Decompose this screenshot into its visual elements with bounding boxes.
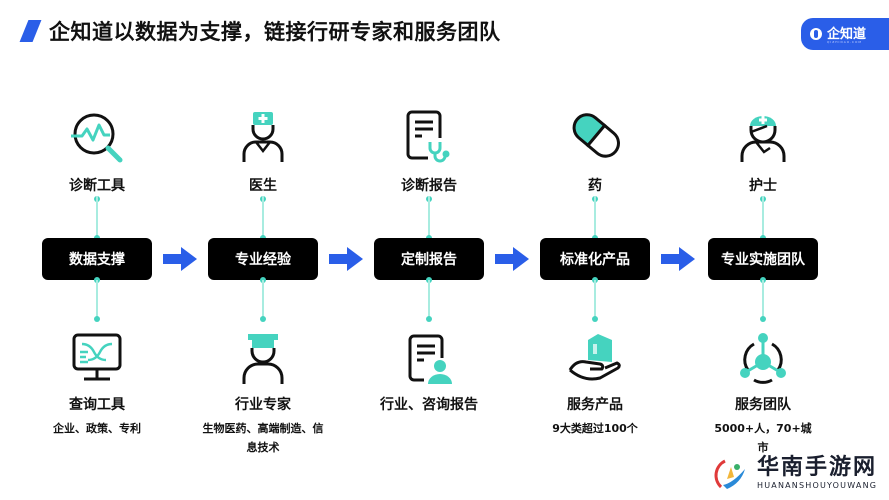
connector-line	[762, 280, 764, 320]
bottom-sublabel: 生物医药、高端制造、信息技术	[202, 422, 324, 454]
bottom-label: 行业、咨询报告	[380, 397, 478, 413]
page-title: 企知道以数据为支撑，链接行研专家和服务团队	[49, 20, 501, 44]
connector-line	[96, 196, 98, 238]
bottom-label: 服务团队	[735, 397, 791, 413]
stage-box-implementation-team: 专业实施团队	[708, 238, 818, 280]
brand-logo-icon	[810, 28, 822, 40]
connector-line	[96, 280, 98, 320]
doctor-icon	[242, 112, 284, 162]
top-label: 药	[588, 178, 602, 194]
column-expertise: 医生 专业经验 行业专家 生物医药、高端制造、信息技术	[203, 0, 324, 500]
bottom-label: 查询工具	[69, 397, 125, 413]
bottom-label: 服务产品	[567, 397, 623, 413]
magnifier-pulse-icon	[71, 113, 123, 163]
connector-dot	[426, 316, 432, 322]
watermark-title: 华南手游网	[757, 455, 878, 480]
connector-line	[594, 196, 596, 238]
watermark-logo-icon	[714, 459, 745, 489]
arrow-right-icon	[329, 247, 363, 271]
column-implementation-team: 护士 专业实施团队 服务团队 5000+人，70+城市	[703, 0, 823, 500]
stage-label: 数据支撑	[69, 252, 125, 268]
top-label: 诊断工具	[69, 178, 125, 194]
top-label: 诊断报告	[401, 178, 457, 194]
stage-box-custom-report: 定制报告	[374, 238, 484, 280]
page-header: 企知道以数据为支撑，链接行研专家和服务团队	[18, 16, 501, 46]
team-network-icon	[740, 333, 786, 384]
arrow-right-icon	[163, 247, 197, 271]
connector-line	[428, 196, 430, 238]
connector-dot	[760, 316, 766, 322]
stage-label: 专业实施团队	[721, 252, 805, 268]
arrow-right-icon	[661, 247, 695, 271]
bottom-sublabel: 5000+人，70+城市	[714, 422, 812, 454]
nurse-icon	[740, 116, 786, 162]
watermark-subtitle: HUANANSHOUYOUWANG	[757, 481, 878, 490]
stage-box-data-support: 数据支撑	[42, 238, 152, 280]
stage-label: 定制报告	[401, 252, 457, 268]
stage-box-expertise: 专业经验	[208, 238, 318, 280]
stage-label: 专业经验	[235, 252, 291, 268]
watermark: 华南手游网 HUANANSHOUYOUWANG	[713, 455, 877, 493]
stage-label: 标准化产品	[560, 252, 630, 268]
connector-line	[428, 280, 430, 320]
bottom-sublabel: 9大类超过100个	[552, 422, 638, 435]
connector-line	[762, 196, 764, 238]
bottom-label: 行业专家	[235, 397, 291, 413]
pill-icon	[572, 113, 620, 158]
medical-report-icon	[406, 110, 450, 163]
consult-report-icon	[408, 334, 452, 384]
connector-line	[262, 196, 264, 238]
brand-name: 企知道	[827, 26, 867, 42]
arrow-right-icon	[495, 247, 529, 271]
connector-line	[594, 280, 596, 320]
brand-subtitle: QIZHIDAO.COM	[827, 40, 862, 44]
connector-dot	[94, 316, 100, 322]
connector-dot	[260, 316, 266, 322]
hand-product-icon	[568, 334, 621, 381]
graduate-expert-icon	[242, 334, 284, 384]
stage-box-standard-product: 标准化产品	[540, 238, 650, 280]
brand-badge[interactable]: 企知道 QIZHIDAO.COM	[801, 18, 889, 50]
column-data-support: 诊断工具 数据支撑 查询工具 企业、政策、专利	[37, 0, 157, 500]
connector-line	[262, 280, 264, 320]
column-custom-report: 诊断报告 定制报告 行业、咨询报告	[369, 0, 489, 500]
top-label: 护士	[749, 178, 777, 194]
monitor-network-icon	[72, 333, 122, 381]
top-label: 医生	[249, 178, 277, 194]
connector-dot	[592, 316, 598, 322]
column-standard-product: 药 标准化产品 服务产品 9大类超过100个	[535, 0, 655, 500]
bottom-sublabel: 企业、政策、专利	[53, 422, 141, 435]
